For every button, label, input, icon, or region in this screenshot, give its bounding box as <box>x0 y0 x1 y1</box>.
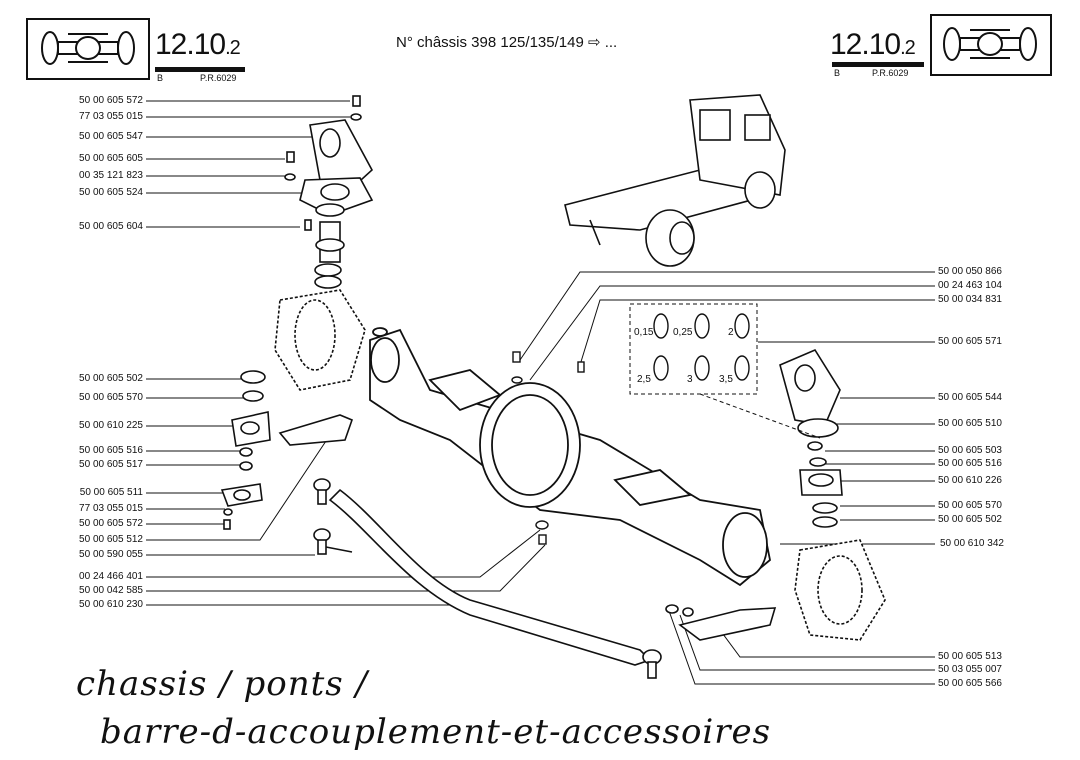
part-number: 50 00 605 516 <box>79 445 143 456</box>
handwritten-caption-line2: barre-d-accouplement-et-accessoires <box>100 712 772 752</box>
shim-label: 3 <box>687 374 693 385</box>
left-lower-stack <box>220 370 354 530</box>
section-letter-right: B <box>834 68 841 78</box>
axle-fittings <box>511 351 585 545</box>
axle-beam <box>369 327 771 587</box>
part-number: 50 00 605 516 <box>938 458 1002 469</box>
section-ref-right: P.R.6029 <box>872 68 909 78</box>
part-number: 50 00 042 585 <box>79 585 143 596</box>
part-number: 00 24 466 401 <box>79 571 143 582</box>
truck-illustration <box>564 94 786 267</box>
part-number: 50 00 605 572 <box>79 95 143 106</box>
section-underline-left <box>155 67 245 72</box>
part-number: 50 00 605 517 <box>79 459 143 470</box>
part-number: 50 00 605 566 <box>938 678 1002 689</box>
part-number: 50 00 605 544 <box>938 392 1002 403</box>
part-number: 50 00 610 225 <box>79 420 143 431</box>
shim-panel <box>629 303 821 439</box>
right-kingpin-stack <box>665 348 886 641</box>
axle-thumbnail-right <box>930 14 1052 76</box>
part-number: 50 00 605 513 <box>938 651 1002 662</box>
part-number: 50 00 605 502 <box>938 514 1002 525</box>
section-underline-right <box>832 62 924 67</box>
shim-label: 2 <box>728 327 734 338</box>
part-number: 00 24 463 104 <box>938 280 1002 291</box>
part-number: 50 00 605 571 <box>938 336 1002 347</box>
chassis-title: N° châssis 398 125/135/149 ⇨ ... <box>396 34 618 51</box>
shim-label: 0,15 <box>634 327 654 338</box>
part-number: 50 00 605 570 <box>938 500 1002 511</box>
part-number: 50 00 605 524 <box>79 187 143 198</box>
part-number: 50 00 605 605 <box>79 153 143 164</box>
part-number: 77 03 055 015 <box>79 503 143 514</box>
axle-thumbnail-right-drawing <box>943 27 1037 61</box>
shim-label: 0,25 <box>673 327 693 338</box>
shim-label: 3,5 <box>719 374 733 385</box>
tie-rod <box>313 478 662 679</box>
part-number: 50 00 605 570 <box>79 392 143 403</box>
section-ref-left: P.R.6029 <box>200 73 237 83</box>
part-number: 00 35 121 823 <box>79 170 143 181</box>
part-number: 50 00 610 230 <box>79 599 143 610</box>
section-letter-left: B <box>157 73 164 83</box>
part-number: 50 00 605 572 <box>79 518 143 529</box>
axle-thumbnail-left <box>26 18 150 80</box>
left-kingpin-stack <box>274 95 374 391</box>
part-number: 50 00 605 512 <box>79 534 143 545</box>
part-number: 50 00 610 226 <box>938 475 1002 486</box>
part-number: 50 00 610 342 <box>940 538 1004 549</box>
part-number: 50 03 055 007 <box>938 664 1002 675</box>
shim-label: 2,5 <box>637 374 651 385</box>
part-number: 50 00 605 510 <box>938 418 1002 429</box>
part-number: 77 03 055 015 <box>79 111 143 122</box>
section-number-left: 12.10.2 <box>155 28 241 61</box>
part-number: 50 00 590 055 <box>79 549 143 560</box>
part-number: 50 00 605 604 <box>79 221 143 232</box>
section-number-right: 12.10.2 <box>830 28 916 61</box>
part-number: 50 00 605 547 <box>79 131 143 142</box>
axle-thumbnail-left-drawing <box>41 31 135 65</box>
part-number: 50 00 605 502 <box>79 373 143 384</box>
part-number: 50 00 605 503 <box>938 445 1002 456</box>
part-number: 50 00 034 831 <box>938 294 1002 305</box>
part-number: 50 00 605 511 <box>79 487 143 498</box>
handwritten-caption-line1: chassis / ponts / <box>76 664 369 704</box>
part-number: 50 00 050 866 <box>938 266 1002 277</box>
